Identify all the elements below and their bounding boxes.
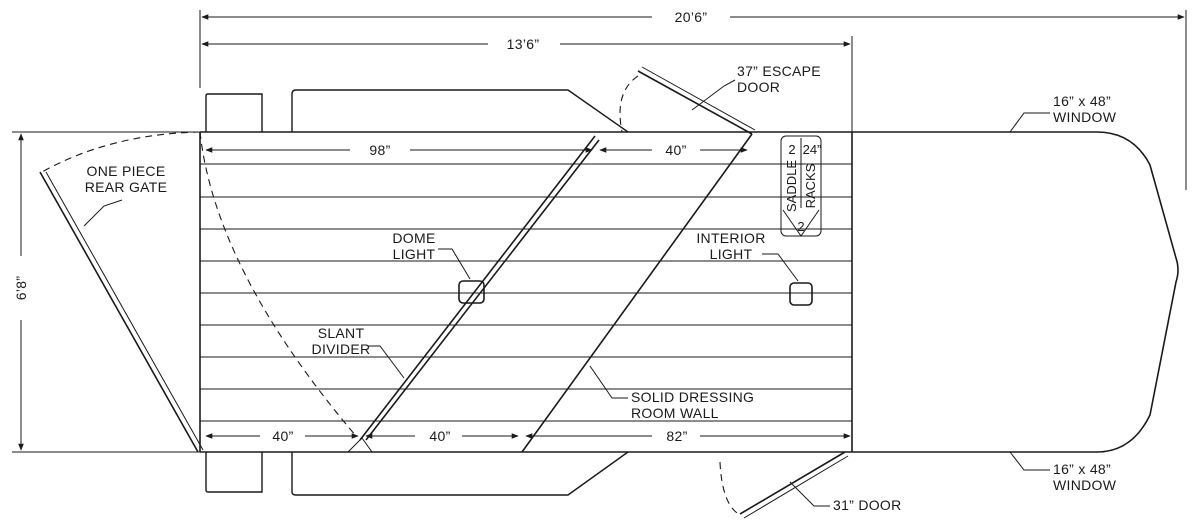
svg-text:LIGHT: LIGHT	[710, 246, 753, 262]
overall-length-dimension: 20’6”	[199, 9, 1187, 190]
lower-dimensions: 40” 40” 82”	[205, 428, 851, 444]
door-31-label: 31” DOOR	[789, 481, 902, 513]
overall-length-label: 20’6”	[675, 9, 708, 25]
svg-text:ROOM WALL: ROOM WALL	[631, 405, 719, 421]
svg-text:SOLID DRESSING: SOLID DRESSING	[631, 389, 754, 405]
svg-text:37” ESCAPE: 37” ESCAPE	[737, 63, 821, 79]
interior-light-label: INTERIOR LIGHT	[696, 230, 799, 282]
svg-text:31” DOOR: 31” DOOR	[833, 497, 902, 513]
svg-text:REAR GATE: REAR GATE	[85, 179, 168, 195]
dome-light	[458, 280, 485, 304]
svg-text:DOOR: DOOR	[737, 79, 780, 95]
escape-door-label: 37” ESCAPE DOOR	[691, 63, 821, 111]
dim-40-lower-b-label: 40”	[429, 428, 450, 444]
saddle-rack-dimension: 24”	[803, 142, 822, 157]
svg-text:DIVIDER: DIVIDER	[312, 341, 371, 357]
dome-light-label: DOME LIGHT	[392, 230, 471, 280]
svg-text:DOME: DOME	[392, 230, 435, 246]
fenders	[205, 89, 629, 496]
escape-door	[619, 66, 756, 135]
svg-text:LIGHT: LIGHT	[393, 246, 436, 262]
window-bottom-label: 16” x 48” WINDOW	[1009, 451, 1117, 493]
svg-text:16” x 48”: 16” x 48”	[1053, 93, 1111, 109]
width-label: 6’8”	[13, 276, 29, 301]
dressing-wall-label: SOLID DRESSING ROOM WALL	[589, 365, 754, 421]
floor-boards	[200, 163, 852, 422]
front-nose	[852, 131, 1179, 453]
side-door	[719, 451, 849, 519]
racks-label: RACKS	[803, 163, 818, 208]
dim-98-label: 98”	[369, 142, 390, 158]
dim-82-label: 82”	[666, 428, 687, 444]
interior-light	[789, 282, 813, 306]
svg-text:WINDOW: WINDOW	[1053, 109, 1117, 125]
rear-gate	[39, 131, 357, 453]
svg-text:WINDOW: WINDOW	[1053, 477, 1117, 493]
upper-40-dimension: 40”	[599, 142, 748, 158]
width-dimension: 6’8”	[12, 131, 204, 453]
saddle-label: SADDLE	[784, 160, 799, 212]
saddle-racks	[780, 135, 822, 237]
svg-text:ONE PIECE: ONE PIECE	[87, 163, 166, 179]
svg-text:16” x 48”: 16” x 48”	[1053, 461, 1111, 477]
slant-divider-label: SLANT DIVIDER	[312, 325, 405, 379]
rear-gate-label: ONE PIECE REAR GATE	[83, 163, 168, 227]
slant-divider	[347, 135, 600, 453]
horse-area-length-label: 13’6”	[507, 36, 540, 52]
svg-text:SLANT: SLANT	[318, 325, 365, 341]
dressing-room-wall	[521, 133, 753, 453]
trailer-body	[199, 131, 853, 453]
saddle-rack-count-top-a: 2	[788, 142, 795, 157]
dim-40-lower-a-label: 40”	[272, 428, 293, 444]
horse-area-dimension: 13’6”	[201, 36, 853, 132]
window-top-label: 16” x 48” WINDOW	[1009, 93, 1117, 133]
saddle-rack-count-bottom: 2	[797, 219, 804, 234]
dim-40-upper-label: 40”	[665, 142, 686, 158]
upper-98-dimension: 98”	[205, 142, 593, 158]
svg-text:INTERIOR: INTERIOR	[696, 230, 765, 246]
